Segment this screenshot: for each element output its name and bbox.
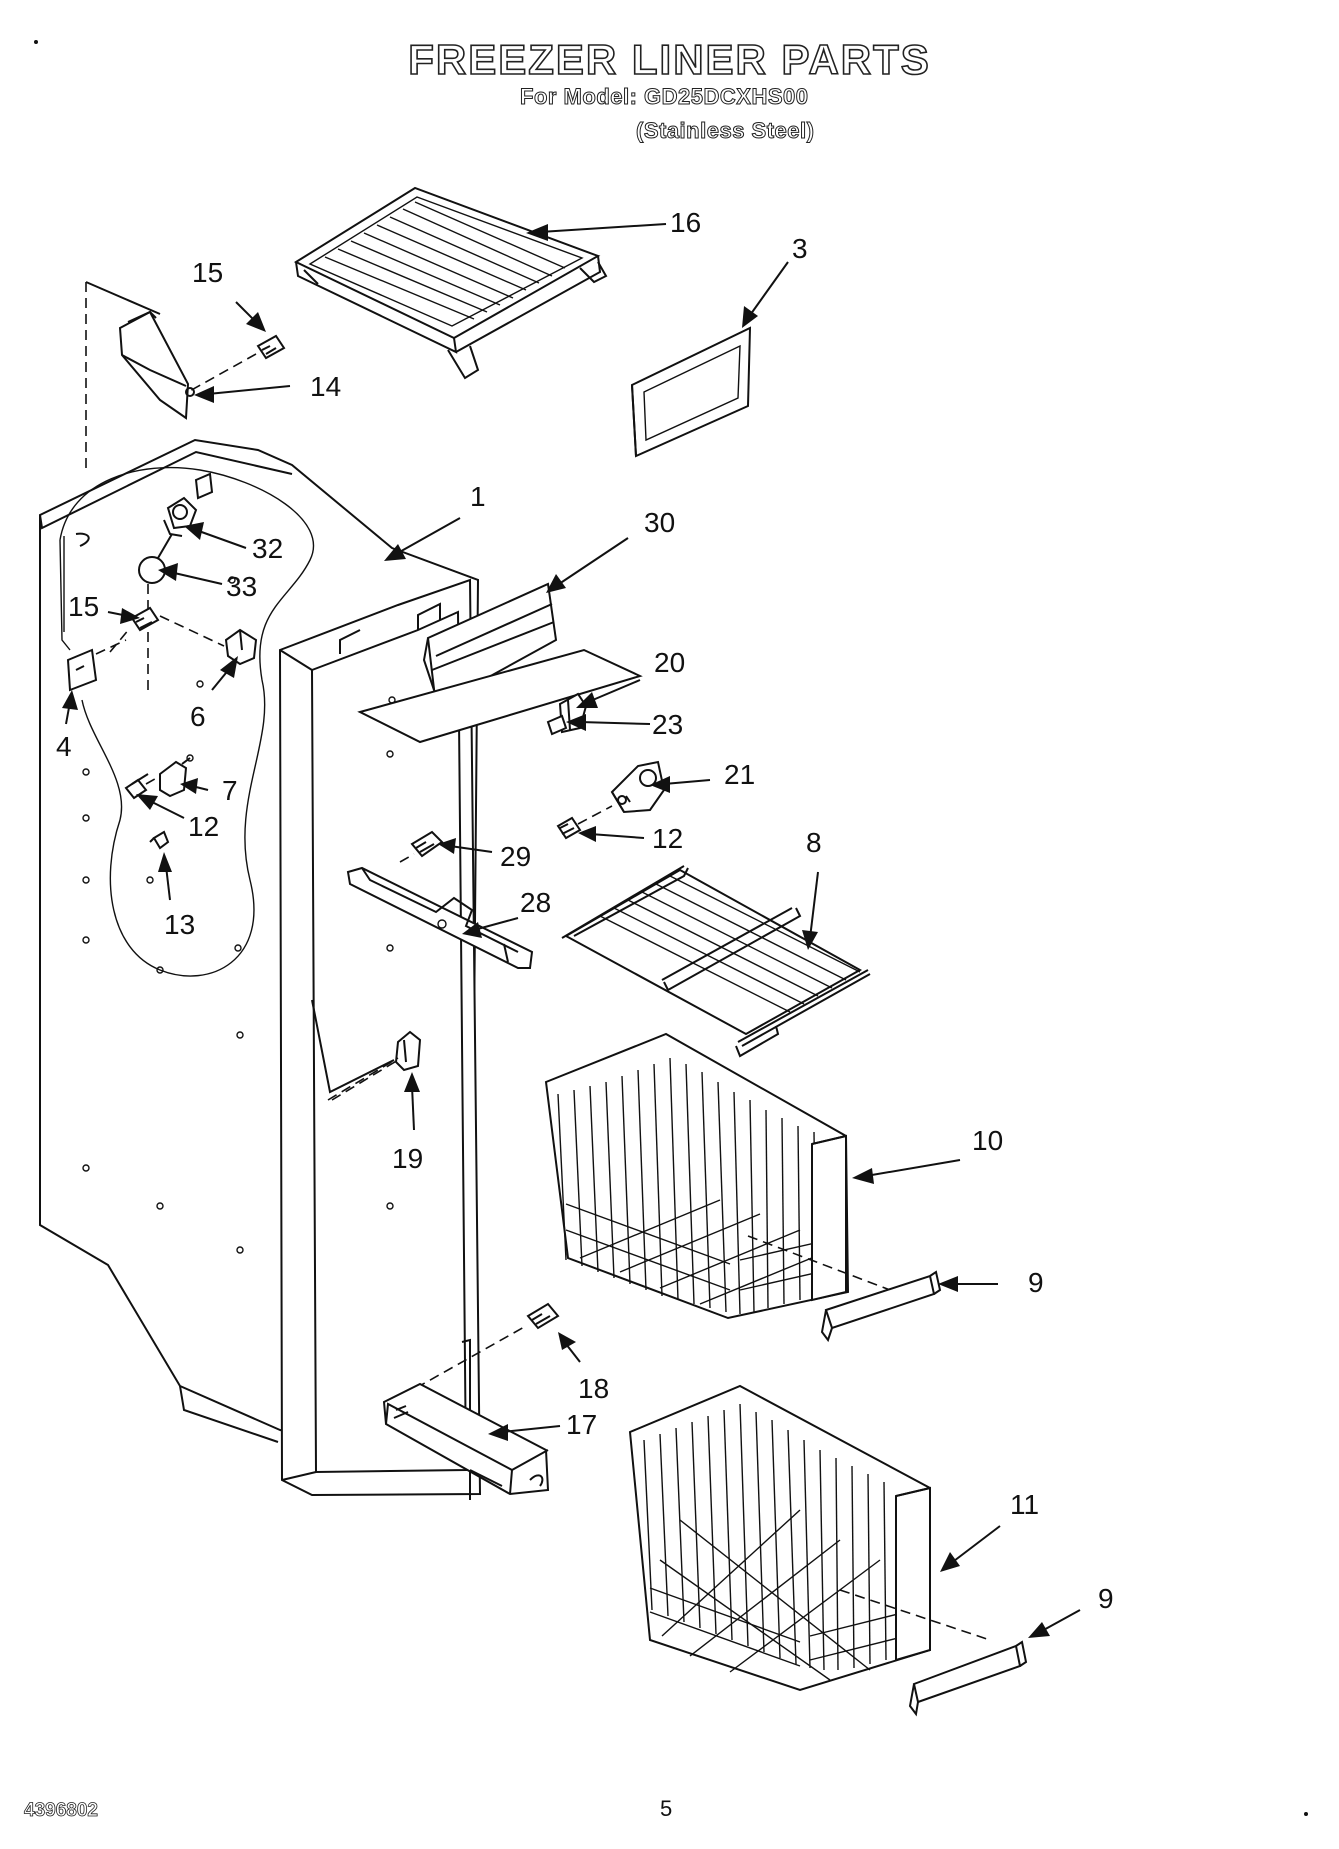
frame-3	[630, 326, 752, 458]
label-12-left: 12	[188, 811, 219, 842]
label-1: 1	[470, 481, 486, 512]
label-13: 13	[164, 909, 195, 940]
duct-30	[422, 582, 558, 708]
label-7: 7	[222, 775, 238, 806]
label-9-upper: 9	[1028, 1267, 1044, 1298]
trim-9-upper	[820, 1270, 942, 1343]
label-4: 4	[56, 731, 72, 762]
label-17: 17	[566, 1409, 597, 1440]
grille-17	[382, 1382, 550, 1496]
label-28: 28	[520, 887, 551, 918]
leader-lines	[62, 223, 1081, 1638]
label-33: 33	[226, 571, 257, 602]
label-15-top: 15	[192, 257, 223, 288]
label-15-mid: 15	[68, 591, 99, 622]
screw-13	[149, 830, 170, 850]
label-20: 20	[654, 647, 685, 678]
label-29: 29	[500, 841, 531, 872]
label-21: 21	[724, 759, 755, 790]
label-6: 6	[190, 701, 206, 732]
switch-19	[327, 1030, 422, 1101]
label-14: 14	[310, 371, 341, 402]
screw-18	[415, 1302, 560, 1389]
label-18: 18	[578, 1373, 609, 1404]
light-socket-32	[163, 496, 198, 537]
finish-subtitle: (Stainless Steel)	[635, 118, 815, 144]
wire-shelf-8	[561, 865, 871, 1058]
screw-15-top	[187, 334, 286, 393]
cabinet-liner-1	[39, 438, 482, 1500]
label-23: 23	[652, 709, 683, 740]
bracket-14	[118, 310, 195, 420]
label-10: 10	[972, 1125, 1003, 1156]
screw-15-mid	[109, 606, 160, 653]
trim-9-lower	[908, 1640, 1028, 1717]
screw-29	[399, 830, 444, 863]
label-12-right: 12	[652, 823, 683, 854]
label-30: 30	[644, 507, 675, 538]
bracket-4	[66, 639, 127, 692]
screw-12-left	[124, 773, 161, 800]
rail-28	[346, 866, 534, 969]
label-8: 8	[806, 827, 822, 858]
label-3: 3	[792, 233, 808, 264]
page-number: 5	[660, 1796, 673, 1821]
page-title: FREEZER LINER PARTS	[407, 35, 931, 84]
clip-6	[224, 628, 258, 666]
light-bulb-33	[138, 533, 173, 584]
panel-20	[357, 648, 643, 744]
shelf-16	[293, 186, 608, 380]
basket-10	[544, 1032, 891, 1320]
document-number: 4396802	[24, 1800, 99, 1822]
switch-7	[159, 754, 194, 798]
label-9-lower: 9	[1098, 1583, 1114, 1614]
basket-11	[628, 1384, 991, 1692]
label-16: 16	[670, 207, 701, 238]
label-11: 11	[1010, 1489, 1039, 1520]
screw-12-right	[556, 805, 613, 840]
model-subtitle: For Model: GD25DCXHS00	[520, 84, 809, 110]
label-19: 19	[392, 1143, 423, 1174]
part-number-labels: 16 3 15 14 1 30 32 33 15 6 4 20 23 21 7 …	[56, 207, 1114, 1614]
label-32: 32	[252, 533, 283, 564]
